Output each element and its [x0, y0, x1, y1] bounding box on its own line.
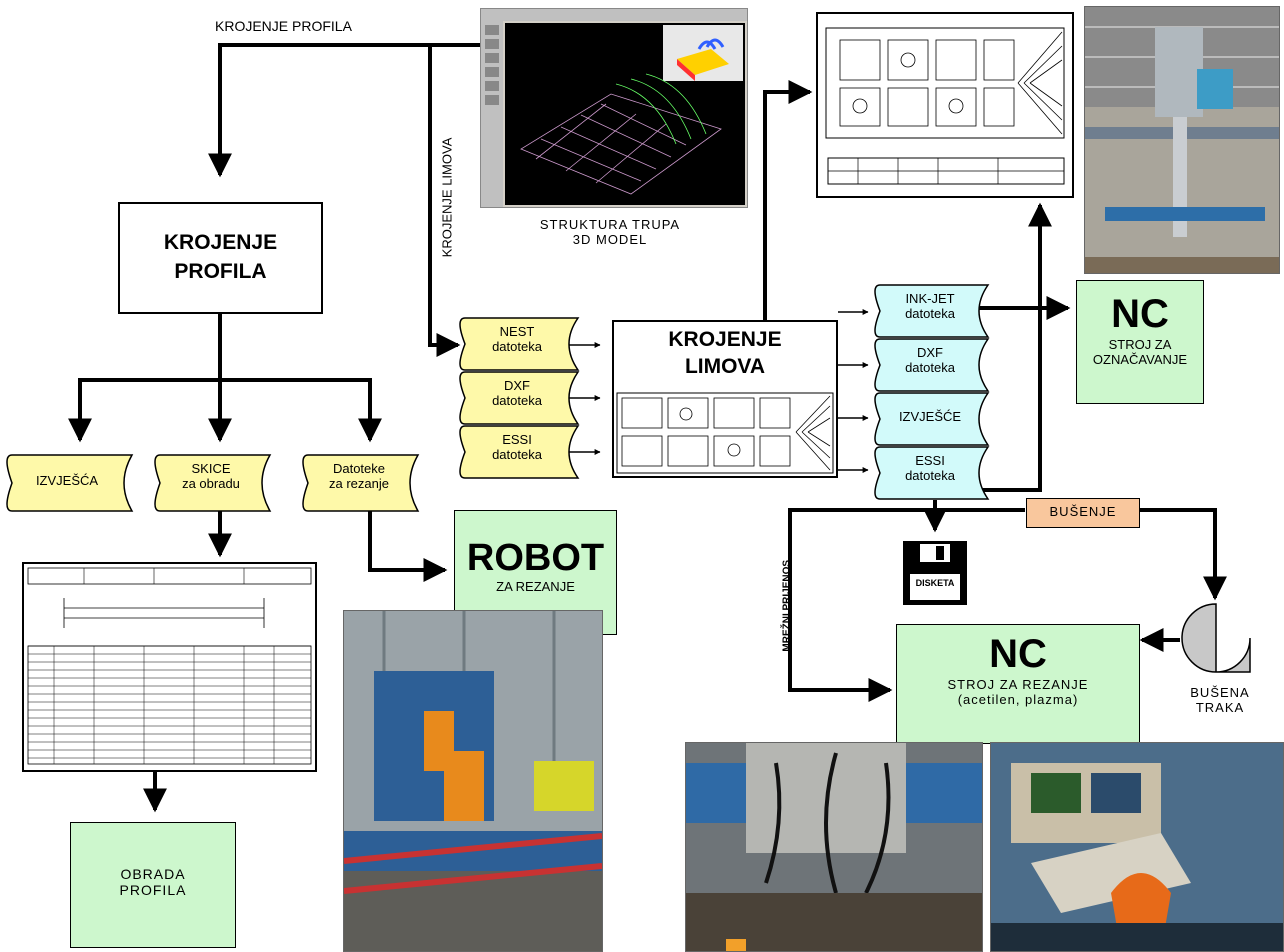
input-file-dxf-line2: datoteka — [492, 392, 542, 408]
robot-cell-photo — [343, 610, 603, 952]
nc-marking-machine-box — [1076, 280, 1204, 404]
nc-cutting-title: NC — [989, 632, 1047, 676]
doc-reports: IZVJEŠĆA — [12, 473, 122, 489]
nc-marking-title: NC — [1111, 292, 1169, 336]
floppy-disk-icon — [902, 540, 968, 606]
output-file-inkjet: INK-JET datoteka — [880, 291, 980, 322]
cutting-torches-photo — [685, 742, 983, 952]
input-file-nest: NEST datoteka — [465, 324, 569, 355]
tape-label-line1: BUŠENA — [1190, 685, 1250, 700]
input-file-nest-line2: datoteka — [492, 338, 542, 354]
profile-cutting-line1: KROJENJE — [163, 231, 278, 254]
robot-subtitle: ZA REZANJE — [496, 578, 575, 594]
input-file-essi-line1: ESSI — [502, 432, 532, 447]
doc-sketches-line1: SKICE — [191, 461, 231, 476]
input-file-essi: ESSI datoteka — [465, 432, 569, 463]
output-file-inkjet-line1: INK-JET — [905, 291, 955, 306]
hull-3d-model-image — [480, 8, 748, 208]
input-file-nest-line1: NEST — [499, 324, 535, 339]
tape-reel-icon — [1180, 602, 1252, 674]
floppy-label: DISKETA — [915, 578, 955, 588]
input-file-dxf: DXF datoteka — [465, 378, 569, 409]
doc-sketches: SKICE za obradu — [160, 461, 262, 492]
profile-cutting-line2: PROFILA — [174, 260, 267, 284]
tape-label-line2: TRAKA — [1195, 699, 1245, 715]
model-caption-line1: STRUKTURA TRUPA — [539, 217, 681, 232]
top-profile-label: KROJENJE PROFILA — [215, 18, 352, 34]
output-file-dxf-line2: datoteka — [905, 359, 955, 375]
input-file-essi-line2: datoteka — [492, 446, 542, 462]
output-file-essi-line1: ESSI — [915, 453, 945, 468]
doc-cutting-files: Datoteke za rezanje — [308, 461, 410, 492]
output-file-essi: ESSI datoteka — [880, 453, 980, 484]
output-file-report: IZVJEŠĆE — [880, 409, 980, 425]
nc-cutting-machine-box — [896, 624, 1140, 744]
sheet-cutting-line1: KROJENJE — [668, 328, 782, 351]
doc-cutting-files-line2: za rezanje — [329, 475, 389, 491]
model-caption-line2: 3D MODEL — [572, 231, 648, 247]
profile-processing-line1: OBRADA — [120, 866, 186, 882]
output-file-essi-line2: datoteka — [905, 467, 955, 483]
drilling-label: BUŠENJE — [1049, 504, 1117, 519]
doc-cutting-files-line1: Datoteke — [332, 461, 386, 476]
network-transfer-label: MREŽNI PRIJENOS — [781, 559, 793, 652]
doc-reports-label: IZVJEŠĆA — [35, 473, 99, 488]
output-file-dxf-line1: DXF — [917, 345, 943, 360]
nc-cutting-line2: (acetilen, plazma) — [957, 691, 1079, 707]
profile-cutting-box — [118, 202, 323, 314]
nesting-drawing-sheet — [816, 12, 1074, 198]
cnc-control-console-photo — [990, 742, 1284, 952]
nesting-plan-thumbnail — [616, 392, 834, 474]
robot-title: ROBOT — [466, 537, 605, 579]
output-file-dxf: DXF datoteka — [880, 345, 980, 376]
profile-processing-box — [70, 822, 236, 948]
nc-marking-line1: STROJ ZA — [1108, 337, 1172, 352]
sheet-cutting-line2: LIMOVA — [684, 355, 766, 379]
nc-marking-line2: OZNAČAVANJE — [1092, 351, 1188, 367]
drilling-box — [1026, 498, 1140, 528]
profile-processing-line2: PROFILA — [119, 882, 187, 899]
nc-cutting-line1: STROJ ZA REZANJE — [947, 677, 1089, 692]
output-file-report-label: IZVJEŠĆE — [898, 409, 962, 424]
doc-sketches-line2: za obradu — [182, 475, 240, 491]
profile-sketch-sheet — [22, 562, 317, 772]
input-file-dxf-line1: DXF — [504, 378, 530, 393]
marking-machine-photo — [1084, 6, 1280, 274]
output-file-inkjet-line2: datoteka — [905, 305, 955, 321]
